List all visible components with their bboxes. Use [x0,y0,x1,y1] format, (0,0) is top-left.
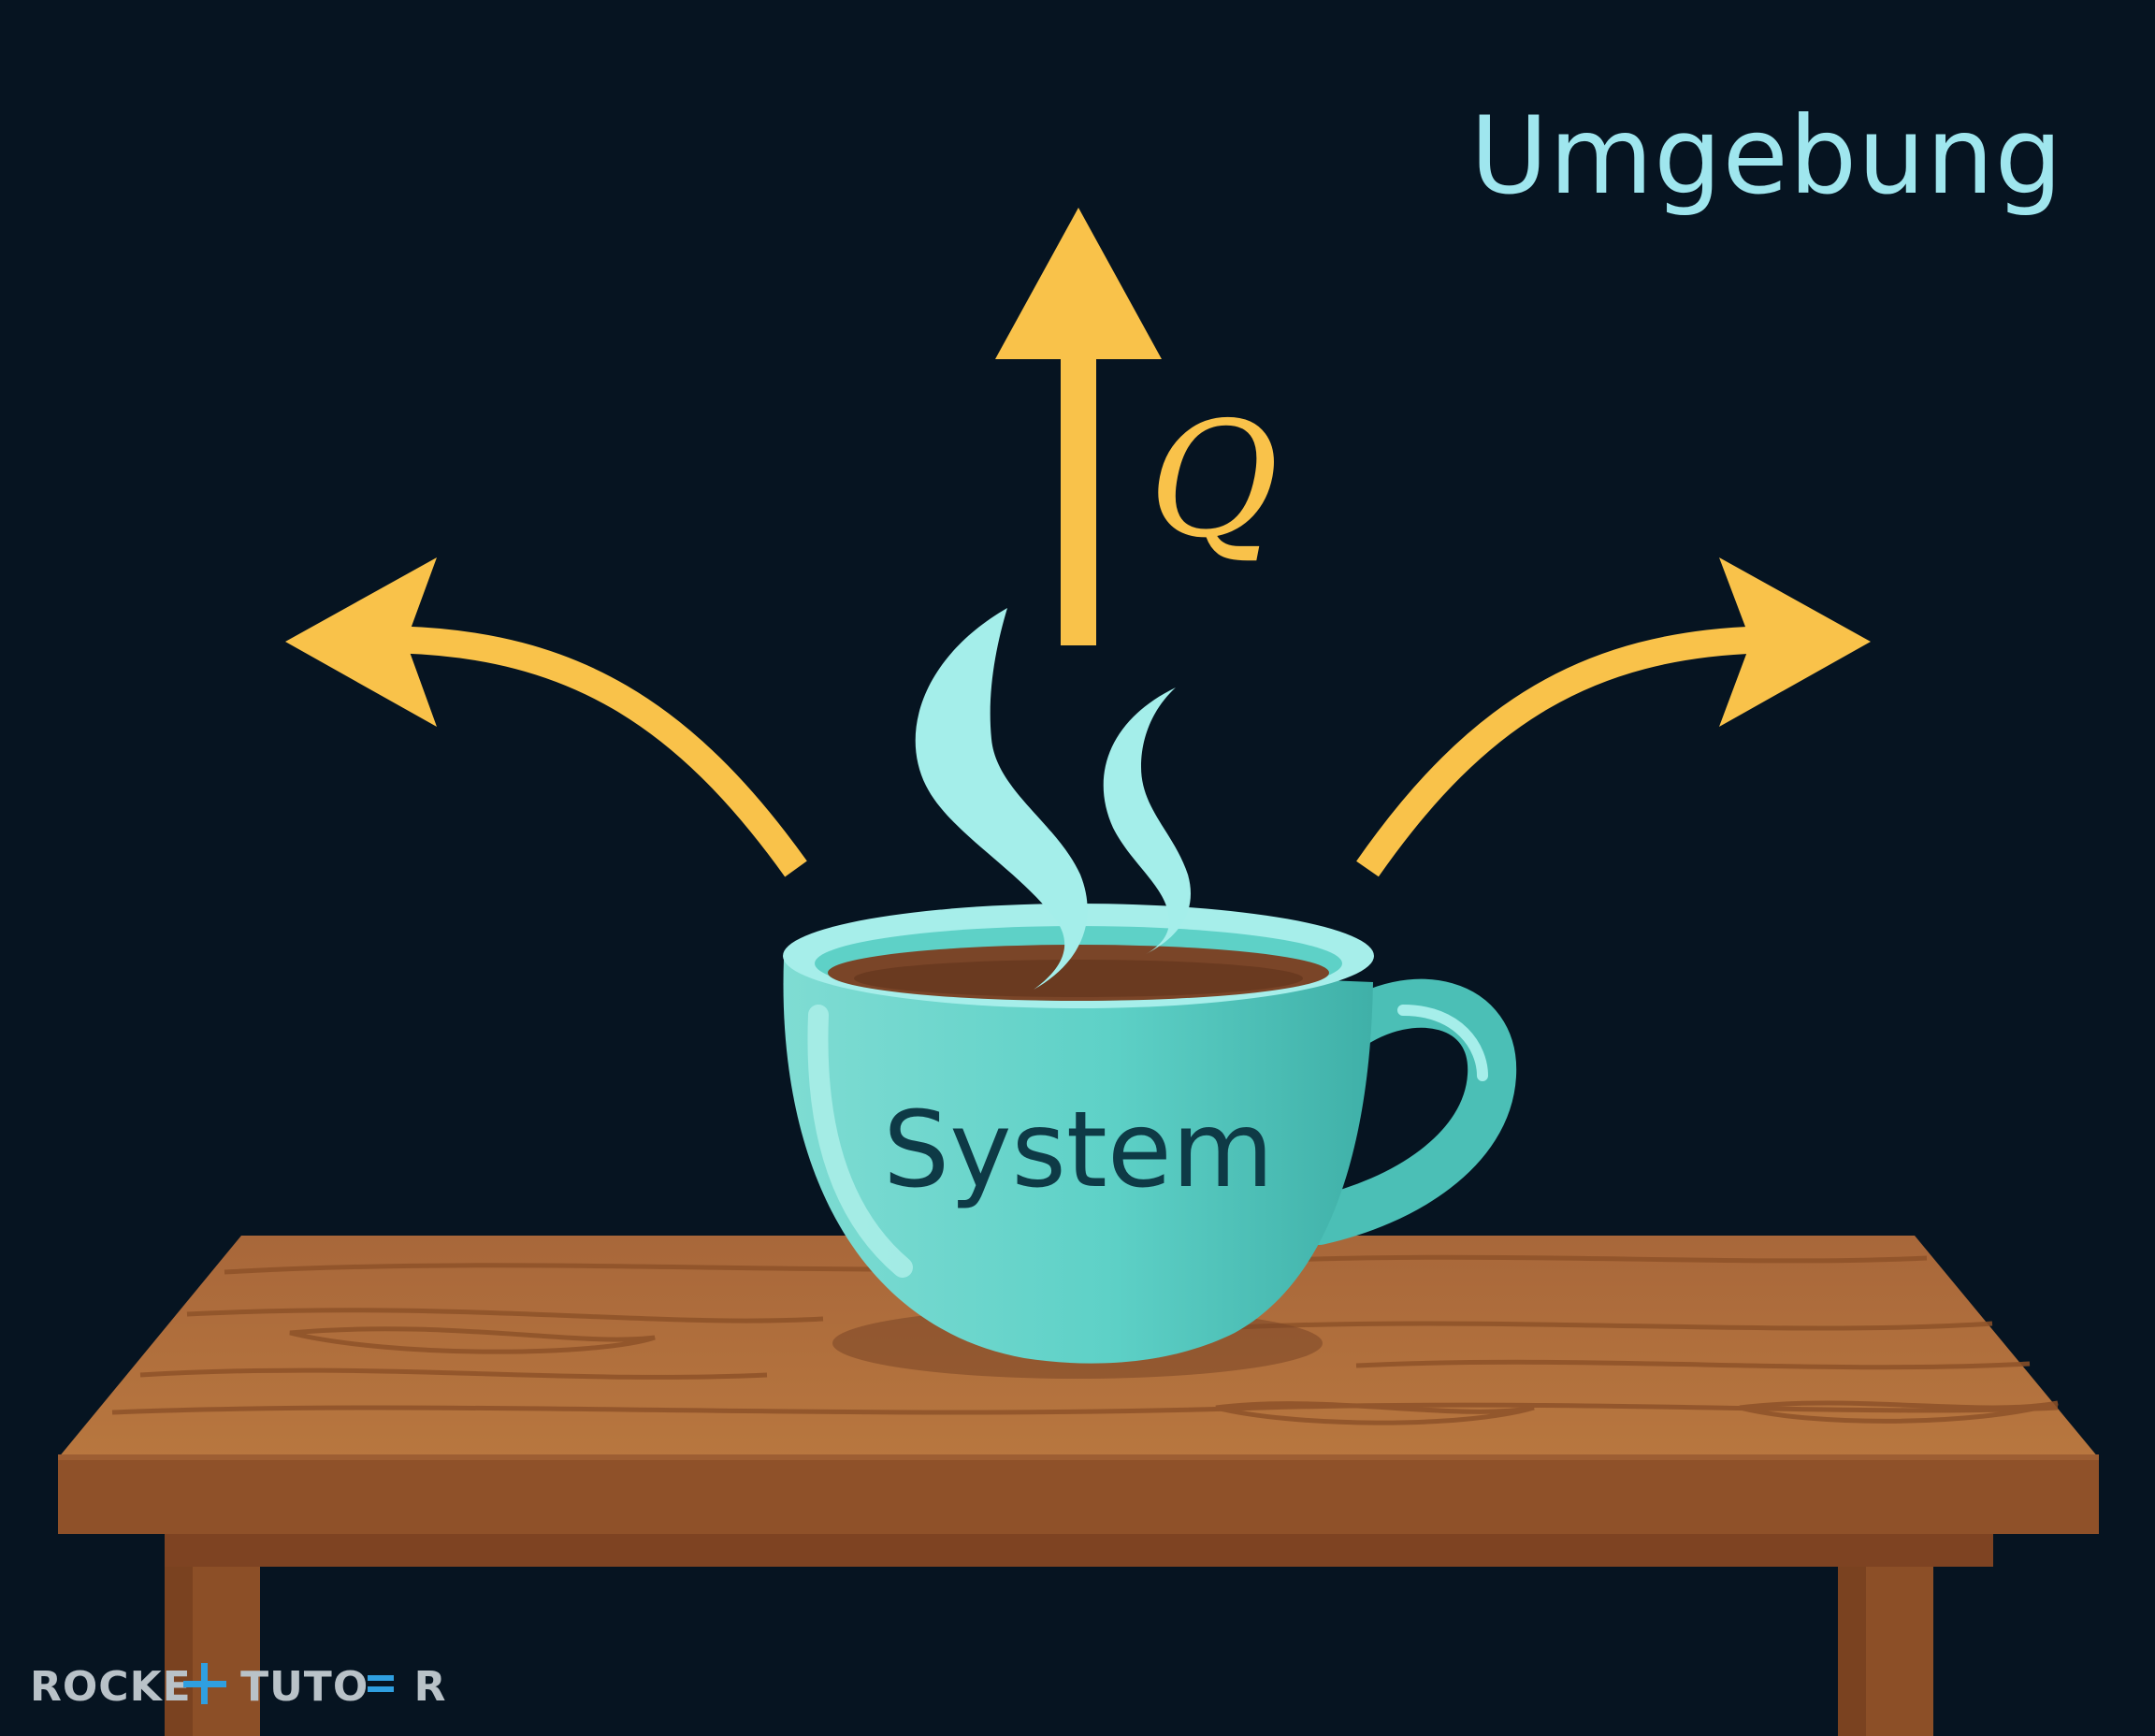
arrow-right-icon [1356,557,1871,877]
steam-icon [915,608,1191,990]
brand-part-2: TUTO [240,1663,369,1711]
brand-logo: ROCKE TUTO R [30,1663,446,1711]
heat-arrows [285,208,1871,877]
environment-label: Umgebung [1470,94,2063,218]
coffee-cup-icon [783,904,1517,1364]
svg-text:ROCKE TUTO R: ROCKE TUTO R [30,1663,446,1711]
arrow-up-icon [995,208,1162,645]
arrow-left-icon [285,557,807,877]
brand-part-1: ROCKE [30,1663,192,1711]
heat-label: Q [1149,388,1279,573]
table-icon [58,1236,2099,1736]
brand-part-3: R [414,1663,447,1711]
system-label: System [883,1090,1274,1211]
